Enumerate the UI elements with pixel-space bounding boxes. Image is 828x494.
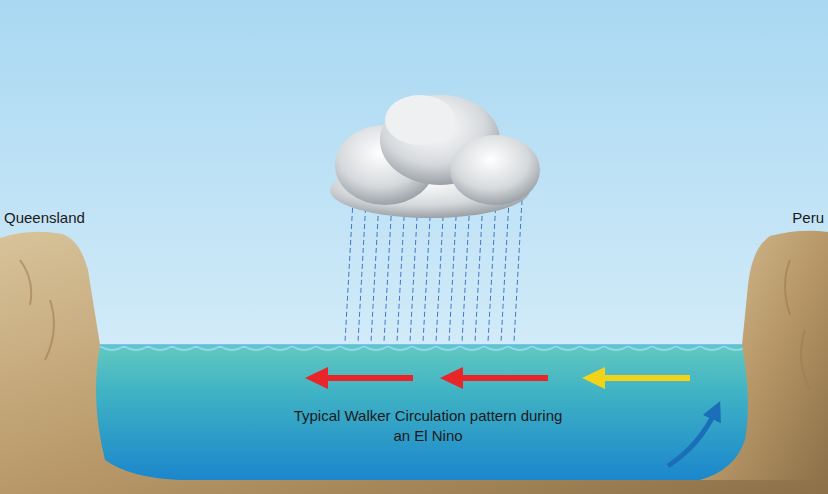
caption-label: Typical Walker Circulation pattern durin…: [293, 406, 563, 446]
place-label: Queensland: [4, 208, 85, 228]
place-label: Peru: [792, 208, 824, 228]
